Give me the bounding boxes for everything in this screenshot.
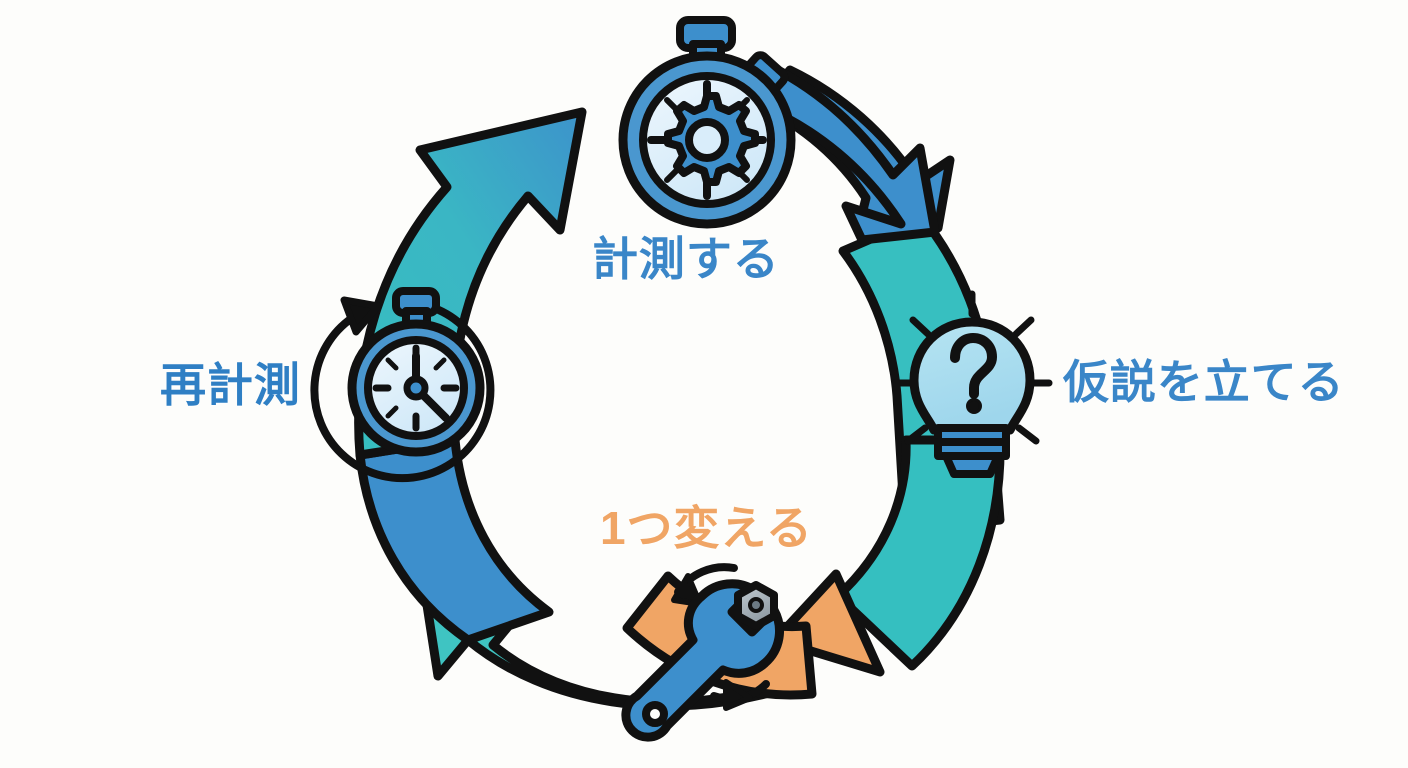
- lightbulb-question-icon: [891, 290, 1053, 478]
- wrench-nut-icon: [621, 563, 784, 742]
- stopwatch-gear-icon: [618, 16, 796, 229]
- arrow-hypothesis-to-change: [770, 435, 1005, 677]
- stopwatch-refresh-icon: [310, 287, 495, 483]
